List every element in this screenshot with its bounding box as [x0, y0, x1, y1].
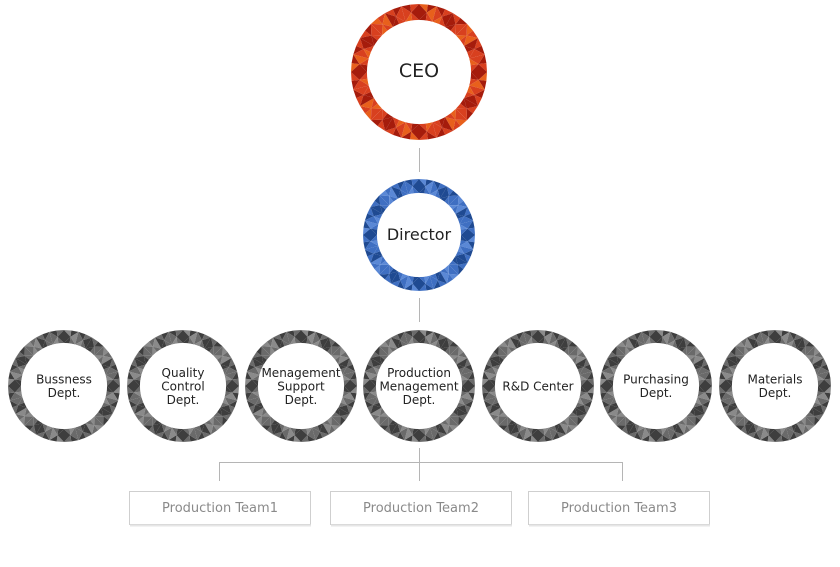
director-label-line: Director — [387, 225, 452, 244]
dept-node-quality-control — [127, 330, 239, 442]
dept-management-support-label-line: Support — [277, 379, 325, 393]
team-box-team2: Production Team2 — [330, 491, 512, 527]
dept-quality-control-label-line: Control — [161, 379, 204, 393]
team-label: Production Team1 — [162, 501, 278, 516]
ceo-label-line: CEO — [399, 60, 439, 82]
director-node — [363, 179, 475, 291]
team-box-team3: Production Team3 — [528, 491, 710, 527]
dept-materials-label-line: Dept. — [759, 386, 792, 400]
ceo-node-center — [367, 20, 471, 124]
dept-node-management-support — [245, 330, 357, 442]
dept-node-materials-center — [732, 343, 818, 429]
connector-lines — [219, 148, 623, 481]
dept-node-business-center — [21, 343, 107, 429]
dept-node-rnd-center-center — [495, 343, 581, 429]
dept-production-management-label-line: Dept. — [403, 393, 436, 407]
dept-materials-label-line: Materials — [747, 373, 802, 387]
dept-production-management-label-line: Production — [387, 366, 451, 380]
production-teams: Production Team1 Production Team2 Producti… — [129, 491, 710, 527]
dept-node-materials — [719, 330, 831, 442]
dept-node-production-management — [363, 330, 475, 442]
dept-node-purchasing — [600, 330, 712, 442]
org-nodes: CEODirectorBussnessDept.QualityControlDe… — [8, 4, 831, 442]
dept-node-purchasing-center — [613, 343, 699, 429]
team-box-team1: Production Team1 — [129, 491, 311, 527]
dept-rnd-center-label-line: R&D Center — [502, 379, 573, 393]
dept-production-management-label-line: Menagement — [379, 379, 458, 393]
dept-node-management-support-center — [258, 343, 344, 429]
team-label: Production Team2 — [363, 501, 479, 516]
ceo-node — [351, 4, 487, 140]
dept-purchasing-label-line: Purchasing — [623, 373, 689, 387]
dept-node-quality-control-center — [140, 343, 226, 429]
team-label: Production Team3 — [561, 501, 677, 516]
dept-node-business — [8, 330, 120, 442]
dept-business-label-line: Dept. — [48, 386, 81, 400]
dept-quality-control-label-line: Dept. — [167, 393, 200, 407]
dept-management-support-label-line: Menagement — [261, 366, 340, 380]
dept-node-rnd-center — [482, 330, 594, 442]
dept-quality-control-label-line: Quality — [162, 366, 205, 380]
dept-node-production-management-center — [376, 343, 462, 429]
dept-business-label-line: Bussness — [36, 373, 92, 387]
director-node-center — [377, 193, 461, 277]
dept-management-support-label-line: Dept. — [285, 393, 318, 407]
dept-purchasing-label-line: Dept. — [640, 386, 673, 400]
